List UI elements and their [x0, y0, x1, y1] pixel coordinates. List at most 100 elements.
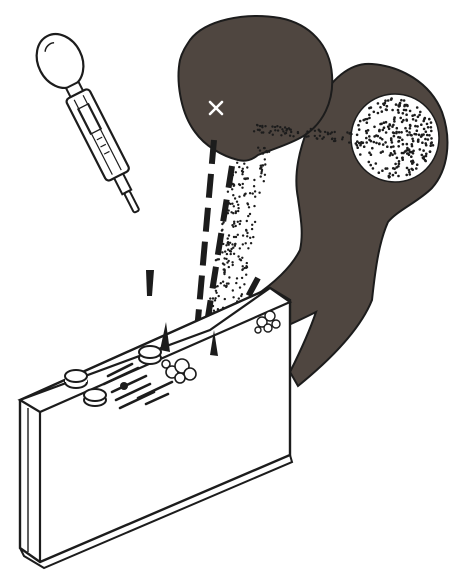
spray-dot — [241, 173, 243, 175]
spray-dot — [266, 151, 268, 153]
spray-dot — [239, 220, 241, 222]
spray-dot — [406, 105, 409, 108]
spray-dot — [412, 118, 415, 121]
spray-dot — [276, 125, 278, 127]
spray-dot — [215, 292, 217, 294]
spray-dot — [402, 143, 405, 146]
spray-dot — [409, 124, 412, 127]
spray-dot — [234, 197, 236, 199]
spray-dot — [391, 141, 394, 144]
spray-dot — [247, 215, 249, 217]
spray-dot — [212, 305, 214, 307]
spray-dot — [264, 163, 266, 165]
spray-dot — [231, 243, 233, 245]
spray-dot — [237, 204, 239, 206]
spray-dot — [243, 163, 245, 165]
spray-dot — [282, 130, 284, 132]
spray-dot — [396, 157, 399, 160]
spray-dot — [341, 138, 343, 140]
spray-dot — [419, 111, 422, 114]
spray-dot — [409, 127, 412, 130]
spray-dot — [239, 286, 241, 288]
spray-dot — [346, 131, 348, 133]
spray-dot — [425, 144, 428, 147]
spray-dot — [239, 184, 241, 186]
spray-dot — [225, 286, 227, 288]
spray-dot — [412, 160, 415, 163]
spray-dot — [396, 127, 399, 130]
spray-dot — [231, 203, 233, 205]
spray-dot — [232, 194, 234, 196]
spray-dot — [229, 176, 231, 178]
spray-dot — [356, 146, 359, 149]
spray-dot — [245, 229, 247, 231]
spray-dot — [238, 297, 240, 299]
spray-dot — [393, 150, 396, 153]
spray-dot — [252, 192, 254, 194]
spray-dot — [249, 237, 251, 239]
spray-dot — [422, 120, 425, 123]
spray-dot — [270, 130, 272, 132]
spray-dot — [228, 234, 230, 236]
spray-dot — [232, 289, 234, 291]
spray-dot — [223, 273, 225, 275]
spray-dot — [428, 134, 431, 137]
spray-dot — [406, 119, 409, 122]
spray-dot — [348, 141, 350, 143]
spray-dot — [247, 247, 249, 249]
spray-dot — [239, 247, 241, 249]
spray-dot — [425, 155, 428, 158]
spray-dot — [412, 152, 415, 155]
spray-dot — [401, 156, 404, 159]
spray-dot — [254, 190, 256, 192]
spray-dot — [307, 135, 309, 137]
spray-dot — [406, 143, 409, 146]
spray-dot — [253, 130, 255, 132]
spray-dot — [331, 138, 333, 140]
spray-dot — [427, 126, 430, 129]
spray-dot — [228, 276, 230, 278]
spray-dot — [382, 103, 385, 106]
spray-dot — [430, 137, 433, 140]
spray-dot — [411, 169, 414, 172]
spray-dot — [264, 158, 266, 160]
spray-dot — [215, 276, 217, 278]
spray-dot — [394, 152, 397, 155]
spray-dot — [245, 242, 247, 244]
spray-dot — [323, 136, 325, 138]
spray-dot — [232, 174, 234, 176]
spray-dot — [392, 145, 395, 148]
spray-dot — [244, 178, 246, 180]
spray-dot — [277, 129, 279, 131]
spray-dot — [258, 192, 260, 194]
spray-dot — [390, 97, 393, 100]
spray-dot — [334, 138, 336, 140]
spray-dot — [372, 167, 375, 170]
spray-dot — [233, 184, 235, 186]
spray-dot — [233, 205, 235, 207]
spray-dot — [306, 130, 308, 132]
spray-dot — [281, 128, 283, 130]
spray-dot — [399, 136, 402, 139]
spray-dot — [365, 141, 368, 144]
spray-dot — [234, 243, 236, 245]
spray-dot — [279, 126, 281, 128]
spray-dot — [394, 171, 397, 174]
spray-dot — [242, 265, 244, 267]
spray-dot — [370, 106, 373, 109]
spray-dot — [418, 114, 421, 117]
spray-dot — [263, 147, 265, 149]
spray-dot — [400, 131, 403, 134]
spray-dot — [419, 148, 422, 151]
spray-dot — [371, 147, 374, 150]
spray-dot — [254, 196, 256, 198]
spray-dot — [395, 103, 398, 106]
spray-dot — [411, 138, 414, 141]
spray-dot — [310, 128, 312, 130]
spray-dot — [239, 258, 241, 260]
spray-dot — [432, 144, 435, 147]
spray-dot — [382, 143, 385, 146]
spray-dot — [284, 126, 286, 128]
spray-dot — [259, 149, 261, 151]
spray-dot — [395, 132, 398, 135]
